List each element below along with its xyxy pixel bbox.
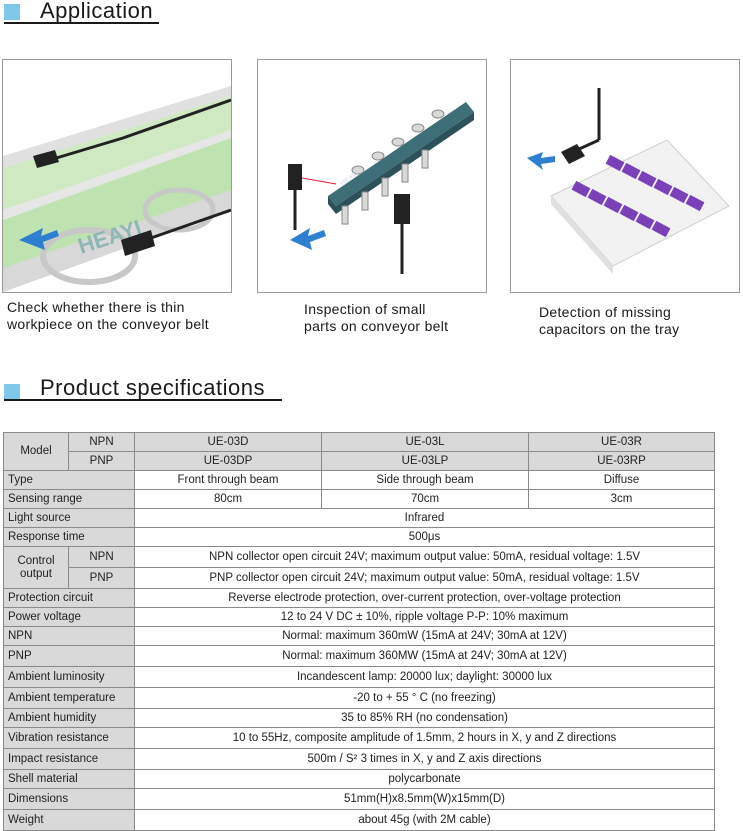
pnp-power-value: Normal: maximum 360MW (15mA at 24V; 30mA… <box>134 645 715 667</box>
small-parts-illustration: HEAYI <box>258 60 486 292</box>
impact-value: 500m / S² 3 times in X, y and Z axis dir… <box>134 748 715 770</box>
table-row: NPN Normal: maximum 360mW (15mA at 24V; … <box>3 626 715 646</box>
control-pnp-label: PNP <box>68 567 135 589</box>
table-row: Model NPN UE-03D UE-03L UE-03R <box>3 432 715 471</box>
specifications-title: Product specifications <box>40 375 265 400</box>
light-label: Light source <box>3 508 135 528</box>
specifications-heading: Product specifications <box>0 374 743 402</box>
table-row: Power voltage 12 to 24 V DC ± 10%, rippl… <box>3 607 715 627</box>
type-r: Diffuse <box>528 470 715 490</box>
model-npn-r: UE-03R <box>528 432 715 452</box>
humidity-value: 35 to 85% RH (no condensation) <box>134 708 715 728</box>
control-npn-value: NPN collector open circuit 24V; maximum … <box>134 546 715 568</box>
pnp-label: PNP <box>68 451 135 471</box>
application-title: Application <box>40 0 154 23</box>
table-row: Control output NPN NPN collector open ci… <box>3 546 715 589</box>
table-row: Weight about 45g (with 2M cable) <box>3 809 715 831</box>
model-label: Model <box>3 432 69 471</box>
control-label-line2: output <box>20 567 52 580</box>
model-pnp-l: UE-03LP <box>321 451 529 471</box>
caption-conveyor-line2: workpiece on the conveyor belt <box>7 316 209 332</box>
vibration-value: 10 to 55Hz, composite amplitude of 1.5mm… <box>134 727 715 749</box>
npn-power-label: NPN <box>3 626 135 646</box>
dimensions-value: 51mm(H)x8.5mm(W)x15mm(D) <box>134 788 715 810</box>
table-row: PNP Normal: maximum 360MW (15mA at 24V; … <box>3 645 715 667</box>
caption-capacitor-tray-line2: capacitors on the tray <box>539 321 680 337</box>
caption-small-parts: Inspection of small parts on conveyor be… <box>304 301 448 335</box>
temperature-label: Ambient temperature <box>3 687 135 709</box>
power-label: Power voltage <box>3 607 135 627</box>
table-row: Ambient temperature -20 to + 55 ° C (no … <box>3 687 715 709</box>
impact-label: Impact resistance <box>3 748 135 770</box>
protection-value: Reverse electrode protection, over-curre… <box>134 588 715 608</box>
application-image-capacitor-tray <box>510 59 740 293</box>
table-row: Impact resistance 500m / S² 3 times in X… <box>3 748 715 770</box>
control-label: Control output <box>3 546 69 589</box>
range-d: 80cm <box>134 489 322 509</box>
model-pnp-r: UE-03RP <box>528 451 715 471</box>
type-d: Front through beam <box>134 470 322 490</box>
control-pnp-value: PNP collector open circuit 24V; maximum … <box>134 567 715 589</box>
application-image-conveyor: HEAYI <box>2 59 232 293</box>
caption-capacitor-tray: Detection of missing capacitors on the t… <box>539 304 679 338</box>
specifications-table: Model NPN UE-03D UE-03L UE-03R PNP UE-03… <box>3 432 715 831</box>
table-row: Sensing range 80cm 70cm 3cm <box>3 489 715 509</box>
table-row: Light source Infrared <box>3 508 715 528</box>
table-row: PNP PNP collector open circuit 24V; maxi… <box>4 567 715 589</box>
range-l: 70cm <box>321 489 529 509</box>
type-l: Side through beam <box>321 470 529 490</box>
table-row: PNP UE-03DP UE-03LP UE-03RP <box>4 451 715 471</box>
luminosity-label: Ambient luminosity <box>3 666 135 688</box>
weight-value: about 45g (with 2M cable) <box>134 809 715 831</box>
application-heading: Application <box>0 0 743 24</box>
weight-label: Weight <box>3 809 135 831</box>
model-npn-l: UE-03L <box>321 432 529 452</box>
heading-rule-2 <box>4 399 282 401</box>
light-value: Infrared <box>134 508 715 528</box>
npn-power-value: Normal: maximum 360mW (15mA at 24V; 30mA… <box>134 626 715 646</box>
shell-label: Shell material <box>3 769 135 789</box>
table-row: Protection circuit Reverse electrode pro… <box>3 588 715 608</box>
humidity-label: Ambient humidity <box>3 708 135 728</box>
control-npn-label: NPN <box>68 546 135 568</box>
caption-capacitor-tray-line1: Detection of missing <box>539 304 672 320</box>
table-row: Response time 500μs <box>3 527 715 547</box>
table-row: Type Front through beam Side through bea… <box>3 470 715 490</box>
response-label: Response time <box>3 527 135 547</box>
caption-small-parts-line2: parts on conveyor belt <box>304 318 449 334</box>
capacitor-tray-illustration <box>511 60 739 292</box>
heading-square-icon <box>4 4 20 20</box>
npn-label: NPN <box>68 432 135 452</box>
model-npn-d: UE-03D <box>134 432 322 452</box>
pnp-power-label: PNP <box>3 645 135 667</box>
application-image-small-parts: HEAYI <box>257 59 487 293</box>
temperature-value: -20 to + 55 ° C (no freezing) <box>134 687 715 709</box>
table-row: Shell material polycarbonate <box>3 769 715 789</box>
heading-rule <box>4 22 159 24</box>
type-label: Type <box>3 470 135 490</box>
vibration-label: Vibration resistance <box>3 727 135 749</box>
conveyor-belt-illustration: HEAYI <box>3 60 231 292</box>
caption-small-parts-line1: Inspection of small <box>304 301 426 317</box>
luminosity-value: Incandescent lamp: 20000 lux; daylight: … <box>134 666 715 688</box>
shell-value: polycarbonate <box>134 769 715 789</box>
table-row: Vibration resistance 10 to 55Hz, composi… <box>3 727 715 749</box>
model-pnp-d: UE-03DP <box>134 451 322 471</box>
range-r: 3cm <box>528 489 715 509</box>
table-row: Ambient humidity 35 to 85% RH (no conden… <box>3 708 715 728</box>
range-label: Sensing range <box>3 489 135 509</box>
dimensions-label: Dimensions <box>3 788 135 810</box>
heading-square-icon-2 <box>4 384 20 400</box>
table-row: Ambient luminosity Incandescent lamp: 20… <box>3 666 715 688</box>
control-label-line1: Control <box>17 554 55 567</box>
power-value: 12 to 24 V DC ± 10%, ripple voltage P-P:… <box>134 607 715 627</box>
caption-conveyor-line1: Check whether there is thin <box>7 299 185 315</box>
response-value: 500μs <box>134 527 715 547</box>
table-row: Dimensions 51mm(H)x8.5mm(W)x15mm(D) <box>3 788 715 810</box>
protection-label: Protection circuit <box>3 588 135 608</box>
caption-conveyor: Check whether there is thin workpiece on… <box>7 299 209 333</box>
